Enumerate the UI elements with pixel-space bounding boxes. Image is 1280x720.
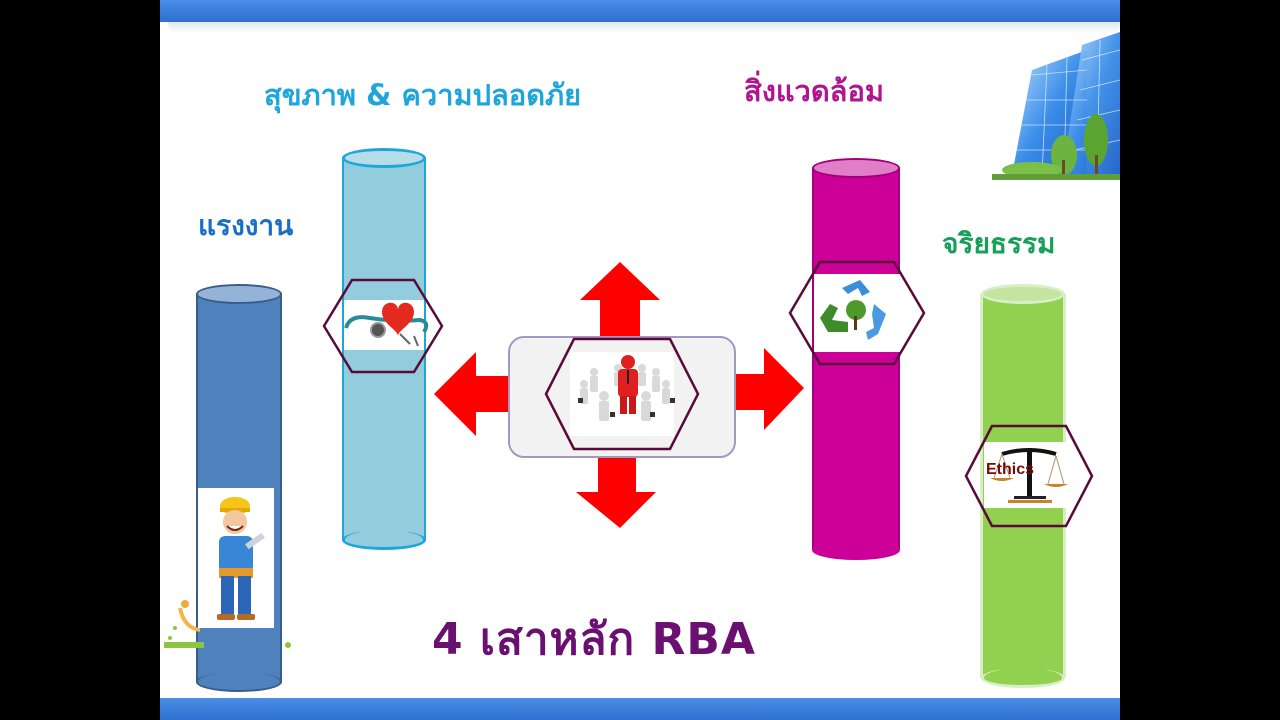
scales-of-justice-icon <box>990 448 1068 503</box>
leader-team-icon <box>578 355 675 421</box>
bottom-banner-bar <box>160 698 1120 720</box>
top-banner-bar <box>160 0 1120 22</box>
heart-stethoscope-icon <box>344 302 429 347</box>
slide-title: 4 เสาหลัก RBA <box>432 614 756 665</box>
green-energy-decor <box>164 600 291 648</box>
construction-worker-icon <box>198 488 274 628</box>
ethics-icon-text: Ethics <box>986 461 1035 478</box>
pillar-label-labor: แรงงาน <box>198 209 294 242</box>
arrow-cross-icon <box>434 262 804 528</box>
pillar-label-ethics: จริยธรรม <box>942 227 1056 260</box>
pillar-label-health-safety: สุขภาพ & ความปลอดภัย <box>264 78 582 112</box>
pillar-label-environment: สิ่งแวดล้อม <box>744 74 884 108</box>
top-banner-shadow <box>168 22 1120 34</box>
pillar-environment <box>812 158 900 560</box>
glass-building-icon <box>992 32 1120 180</box>
slide: แรงงาน สุขภาพ & ความปลอดภัย สิ่งแวดล้อม … <box>160 0 1120 720</box>
recycle-tree-icon <box>820 280 886 340</box>
